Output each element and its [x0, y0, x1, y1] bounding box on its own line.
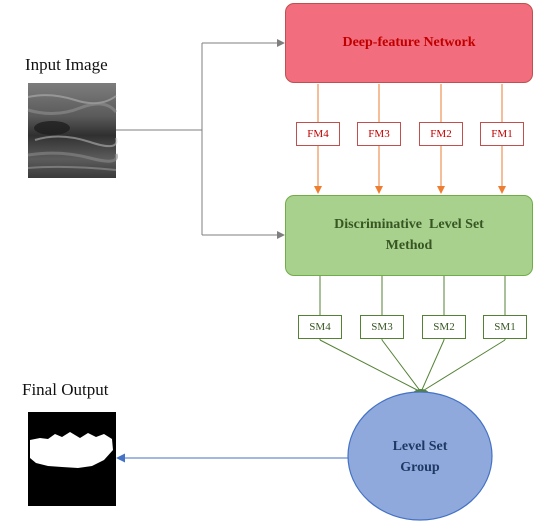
- segmentation-map-tag: SM3: [360, 315, 404, 339]
- segmentation-map-tag: SM1: [483, 315, 527, 339]
- input-branch-connector: [116, 39, 285, 239]
- feature-map-tag: FM2: [419, 122, 463, 146]
- discriminative-level-set-title-line1: Discriminative Level Set: [334, 217, 484, 232]
- deep-feature-network-title: Deep-feature Network: [342, 35, 476, 50]
- level-set-group-title-line1: Level Set: [392, 439, 448, 454]
- feature-map-arrows: [314, 84, 506, 194]
- discriminative-level-set-title-line2: Method: [385, 238, 433, 253]
- level-set-group-title-line2: Group: [400, 460, 440, 475]
- discriminative-level-set-node: Discriminative Level Set Method: [285, 195, 533, 276]
- deep-feature-network-node: Deep-feature Network: [285, 3, 533, 83]
- input-ultrasound-image: [27, 83, 118, 178]
- feature-map-tag: FM4: [296, 122, 340, 146]
- level-set-group-node: [347, 391, 493, 521]
- feature-map-tag: FM1: [480, 122, 524, 146]
- final-output-label: Final Output: [22, 380, 109, 399]
- feature-map-tag: FM3: [357, 122, 401, 146]
- segmentation-map-tag: SM2: [422, 315, 466, 339]
- final-output-mask: [28, 412, 116, 506]
- segmentation-map-tag: SM4: [298, 315, 342, 339]
- segmentation-map-connectors: [319, 276, 506, 399]
- input-image-label: Input Image: [25, 55, 108, 74]
